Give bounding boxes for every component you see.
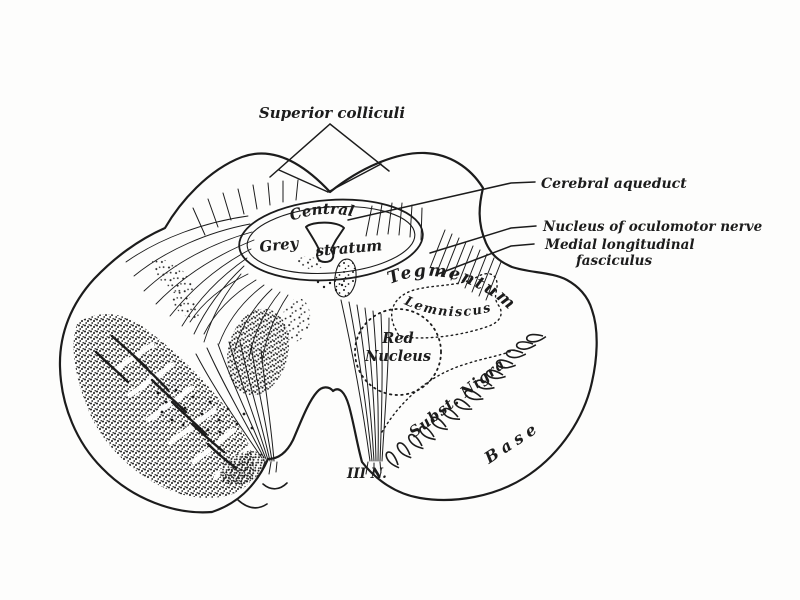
third-nerve-label: III N. xyxy=(346,466,387,482)
oculomotor-nucleus-label: Nucleus of oculomotor nerve xyxy=(542,219,763,235)
hatch-below-central-grey xyxy=(189,273,289,363)
dotted-structures xyxy=(354,272,515,433)
superior-colliculi-label: Superior colliculi xyxy=(259,104,405,122)
lemniscus-dotted-outline xyxy=(391,272,502,339)
aqueduct-left-stipple xyxy=(297,256,323,270)
midline-stipple-patch xyxy=(281,298,311,342)
outer-silhouette xyxy=(58,151,598,514)
section-outline xyxy=(58,151,598,514)
central-grey-outer-contour xyxy=(238,198,424,282)
red-nucleus-dotted-outline xyxy=(354,308,442,396)
mlf-label-line2: fasciculus xyxy=(575,253,652,269)
bottom-dash-strokes xyxy=(237,482,288,509)
right-oculomotor-fan xyxy=(340,299,390,476)
substantia-nigra-dotted-line xyxy=(381,349,515,433)
leader-lines xyxy=(269,123,537,275)
crescent-worm-strokes xyxy=(94,334,238,470)
base-label: Base xyxy=(480,417,544,468)
left-red-nucleus-stipple xyxy=(227,308,289,396)
red-nucleus-label-line1: Red xyxy=(381,330,413,347)
cerebral-aqueduct-label: Cerebral aqueduct xyxy=(541,176,687,192)
oculomotor-nucleus-leader xyxy=(429,225,537,254)
central-grey-inner-contour xyxy=(246,206,416,274)
central-grey-region xyxy=(238,198,424,298)
lower-stipple-patch xyxy=(220,451,266,485)
central-grey-label-grey: Grey xyxy=(259,234,301,256)
labels: Superior colliculi Cerebral aqueduct Nuc… xyxy=(259,104,763,482)
lemniscus-label: Lemniscus xyxy=(401,293,493,320)
superior-colliculi-pointer xyxy=(269,123,390,193)
mlf-label-line1: Medial longitudinal xyxy=(544,237,695,253)
left-lobe-textures xyxy=(73,256,344,498)
cerebral-aqueduct-leader xyxy=(347,181,536,221)
cerebral-aqueduct-shape xyxy=(305,221,345,263)
hatch-radiating-left xyxy=(125,215,255,343)
oculomotor-nucleus-teardrop xyxy=(333,258,357,298)
central-grey-label-stratum: stratum xyxy=(315,236,383,260)
mlf-hatch xyxy=(429,229,502,301)
left-oculomotor-fan xyxy=(195,341,278,475)
upper-left-stipple-streak xyxy=(151,258,195,296)
stipple-patch xyxy=(170,291,200,319)
mlf-leader xyxy=(437,243,535,275)
red-nucleus-label-line2: Nucleus xyxy=(364,348,431,365)
